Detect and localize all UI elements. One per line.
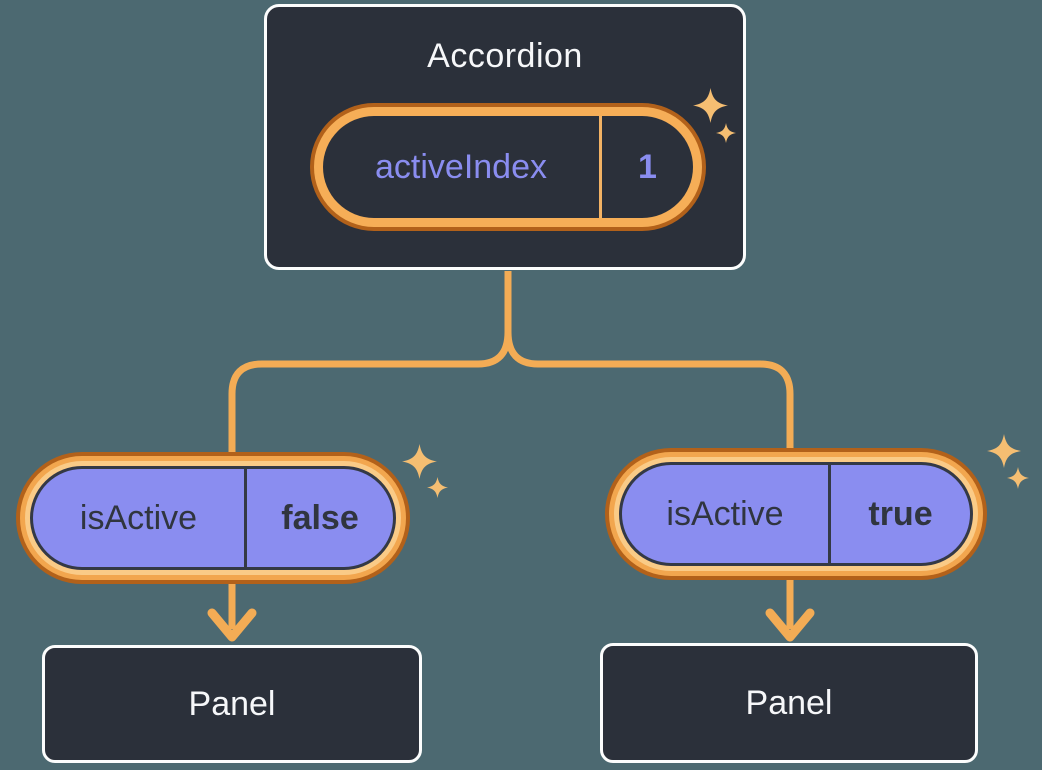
panel-box-left: Panel <box>42 645 422 763</box>
connector-left <box>228 271 512 629</box>
state-pill-activeindex: activeIndex 1 <box>323 116 693 218</box>
pill-divider <box>244 469 247 567</box>
prop-value: true <box>868 494 933 533</box>
prop-pill-isactive-true: isActive true <box>619 462 973 566</box>
arrowhead-left-icon <box>207 608 257 642</box>
sparkle-icon <box>402 444 437 479</box>
sparkle-icon <box>716 123 736 143</box>
state-value: 1 <box>638 147 657 186</box>
prop-value: false <box>281 498 359 537</box>
prop-pill-isactive-false: isActive false <box>30 466 396 570</box>
pill-divider <box>599 116 602 218</box>
pill-divider <box>828 465 831 563</box>
sparkle-icon <box>427 477 448 498</box>
sparkle-icon <box>693 88 728 123</box>
panel-label: Panel <box>745 683 833 722</box>
accordion-title: Accordion <box>427 37 583 75</box>
panel-label: Panel <box>188 684 276 723</box>
panel-box-right: Panel <box>600 643 978 763</box>
prop-name: isActive <box>666 494 784 533</box>
arrowhead-right-icon <box>765 608 815 642</box>
sparkle-icon <box>1007 467 1029 489</box>
state-name: activeIndex <box>375 147 547 186</box>
prop-name: isActive <box>79 498 198 537</box>
connector-right <box>504 271 794 629</box>
sparkle-icon <box>987 434 1021 468</box>
